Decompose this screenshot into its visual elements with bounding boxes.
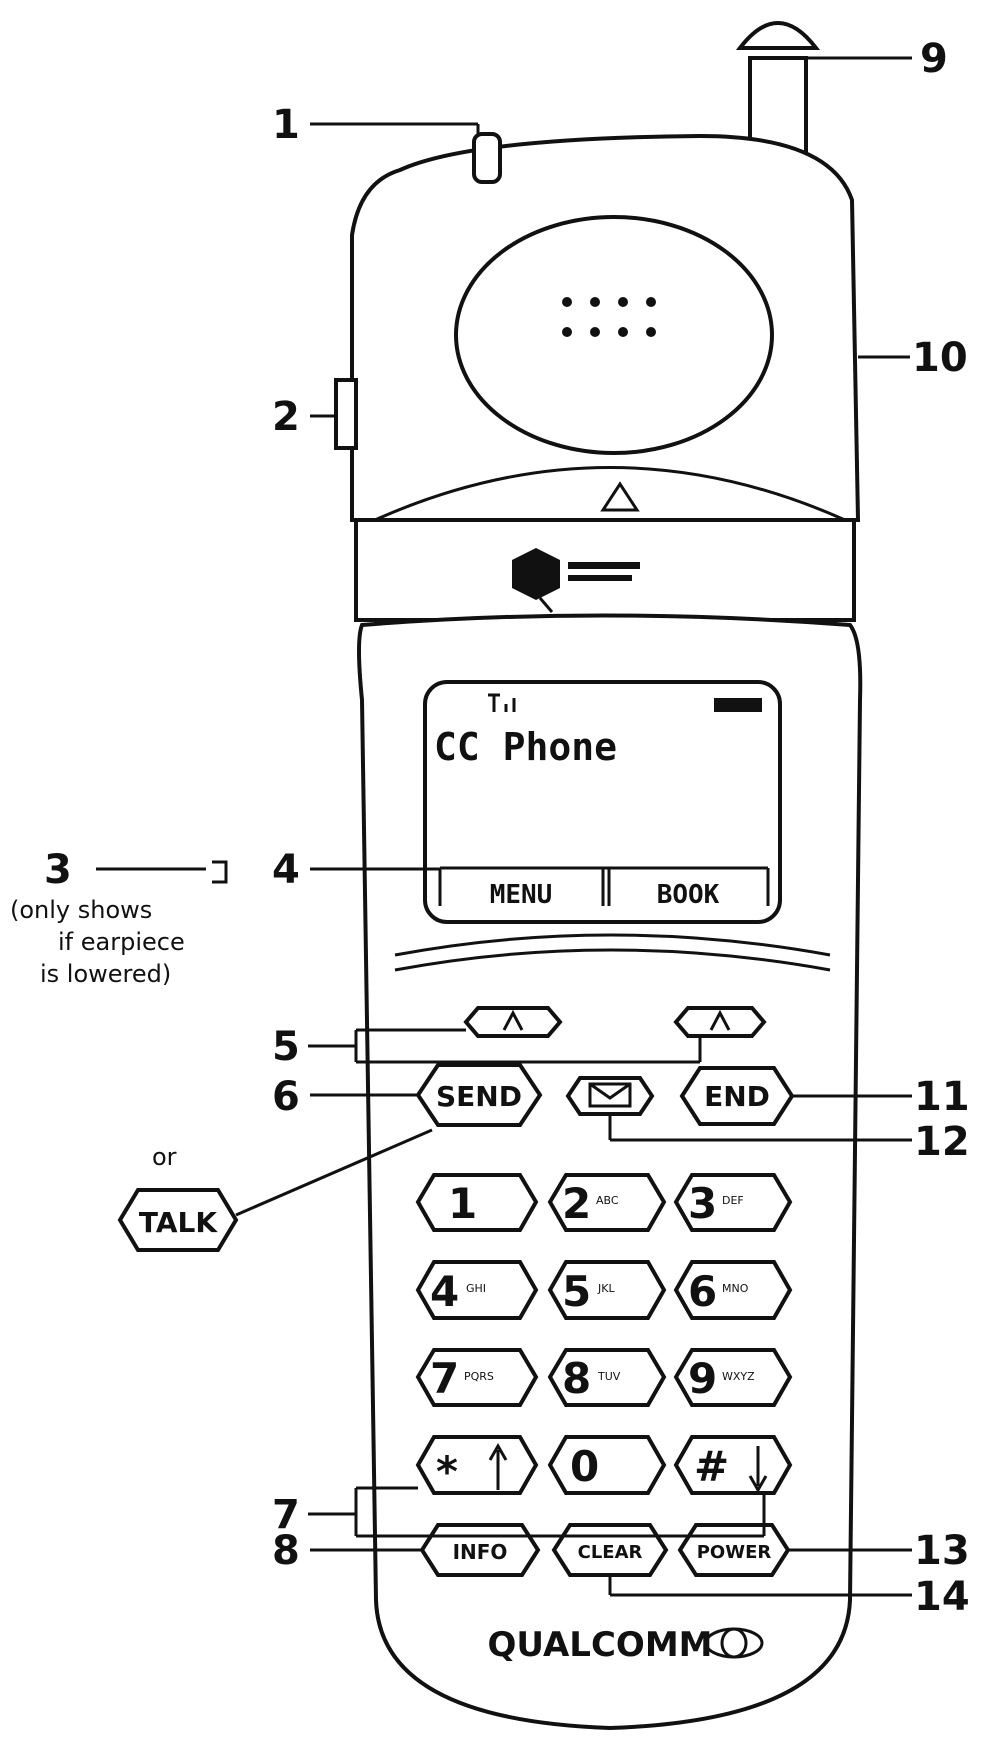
brand-logo-text: QUALCOMM xyxy=(488,1625,713,1665)
key-0[interactable]: 0 xyxy=(547,1435,667,1495)
svg-text:MNO: MNO xyxy=(722,1282,749,1295)
envelope-button[interactable] xyxy=(565,1076,655,1116)
callout-2: 2 xyxy=(272,394,300,440)
svg-text:CLEAR: CLEAR xyxy=(578,1542,643,1563)
svg-text:#: # xyxy=(694,1442,729,1491)
earpiece-lowered-icon xyxy=(212,860,228,884)
svg-text:1: 1 xyxy=(448,1179,477,1228)
callout-3: 3 xyxy=(44,847,72,893)
callout-5: 5 xyxy=(272,1024,300,1070)
svg-text:SEND: SEND xyxy=(436,1080,522,1113)
svg-text:6: 6 xyxy=(688,1267,717,1316)
key-9[interactable]: 9 WXYZ xyxy=(673,1348,793,1407)
or-label: or xyxy=(152,1143,177,1171)
svg-text:2: 2 xyxy=(562,1179,591,1228)
info-button[interactable]: INFO xyxy=(419,1523,541,1577)
svg-text:7: 7 xyxy=(430,1354,459,1403)
callout-12: 12 xyxy=(914,1119,970,1165)
callout-4: 4 xyxy=(272,847,300,893)
key-hash[interactable]: # xyxy=(673,1435,793,1495)
callout-6: 6 xyxy=(272,1074,300,1120)
triangle-up-icon xyxy=(600,481,640,512)
softkey-right[interactable] xyxy=(673,1006,767,1038)
callout-7: 7 xyxy=(272,1492,300,1538)
callout-10: 10 xyxy=(912,335,968,381)
talk-button[interactable]: TALK xyxy=(117,1188,239,1252)
envelope-icon xyxy=(588,1082,632,1108)
svg-text:8: 8 xyxy=(562,1354,591,1403)
signal-icon xyxy=(488,693,516,712)
svg-text:WXYZ: WXYZ xyxy=(722,1370,755,1383)
send-button[interactable]: SEND xyxy=(415,1063,543,1127)
key-8[interactable]: 8 TUV xyxy=(547,1348,667,1407)
key-5[interactable]: 5 JKL xyxy=(547,1260,667,1320)
svg-text:GHI: GHI xyxy=(466,1282,486,1295)
arrow-down-icon xyxy=(748,1446,768,1494)
battery-icon xyxy=(714,698,762,712)
svg-text:JKL: JKL xyxy=(597,1282,615,1295)
clear-button[interactable]: CLEAR xyxy=(551,1523,669,1577)
key-1[interactable]: 1 xyxy=(415,1173,539,1232)
callout-14: 14 xyxy=(914,1574,970,1620)
svg-text:*: * xyxy=(436,1447,458,1496)
softkey-label-menu: MENU xyxy=(490,880,553,910)
svg-text:END: END xyxy=(704,1080,770,1113)
speaker-grille-icon xyxy=(562,297,656,337)
svg-text:4: 4 xyxy=(430,1267,459,1316)
side-button xyxy=(334,378,358,450)
svg-text:3: 3 xyxy=(688,1179,717,1228)
end-button[interactable]: END xyxy=(679,1066,795,1126)
svg-text:TUV: TUV xyxy=(597,1370,621,1383)
key-6[interactable]: 6 MNO xyxy=(673,1260,793,1320)
note-3-line3: is lowered) xyxy=(40,960,171,988)
callout-9: 9 xyxy=(920,36,948,82)
display-title: CC Phone xyxy=(434,725,617,769)
qualcomm-logo-icon xyxy=(704,1627,764,1659)
softkey-label-book: BOOK xyxy=(657,880,720,910)
power-button[interactable]: POWER xyxy=(677,1523,791,1577)
carrier-logo-icon xyxy=(512,548,640,613)
softkey-left[interactable] xyxy=(463,1006,563,1038)
callout-13: 13 xyxy=(914,1528,970,1574)
svg-text:TALK: TALK xyxy=(139,1206,218,1239)
key-7[interactable]: 7 PQRS xyxy=(415,1348,539,1407)
svg-text:INFO: INFO xyxy=(453,1540,508,1564)
svg-text:9: 9 xyxy=(688,1354,717,1403)
note-3-line1: (only shows xyxy=(10,896,152,924)
callout-1: 1 xyxy=(272,102,300,148)
indicator-light xyxy=(472,132,502,184)
svg-text:PQRS: PQRS xyxy=(464,1370,494,1383)
arrow-up-icon xyxy=(488,1442,508,1490)
key-4[interactable]: 4 GHI xyxy=(415,1260,539,1320)
key-3[interactable]: 3 DEF xyxy=(673,1173,793,1232)
note-3-line2: if earpiece xyxy=(58,928,185,956)
key-star[interactable]: * xyxy=(415,1435,539,1496)
key-2[interactable]: 2 ABC xyxy=(547,1173,667,1232)
earpiece-speaker xyxy=(454,215,774,455)
callout-11: 11 xyxy=(914,1074,970,1120)
hinge-band xyxy=(354,518,856,622)
svg-text:DEF: DEF xyxy=(722,1194,744,1207)
callout-8: 8 xyxy=(272,1528,300,1574)
svg-text:5: 5 xyxy=(562,1267,591,1316)
svg-text:0: 0 xyxy=(570,1442,599,1491)
svg-text:POWER: POWER xyxy=(697,1542,772,1563)
display-screen xyxy=(423,680,782,924)
svg-text:ABC: ABC xyxy=(596,1194,619,1207)
